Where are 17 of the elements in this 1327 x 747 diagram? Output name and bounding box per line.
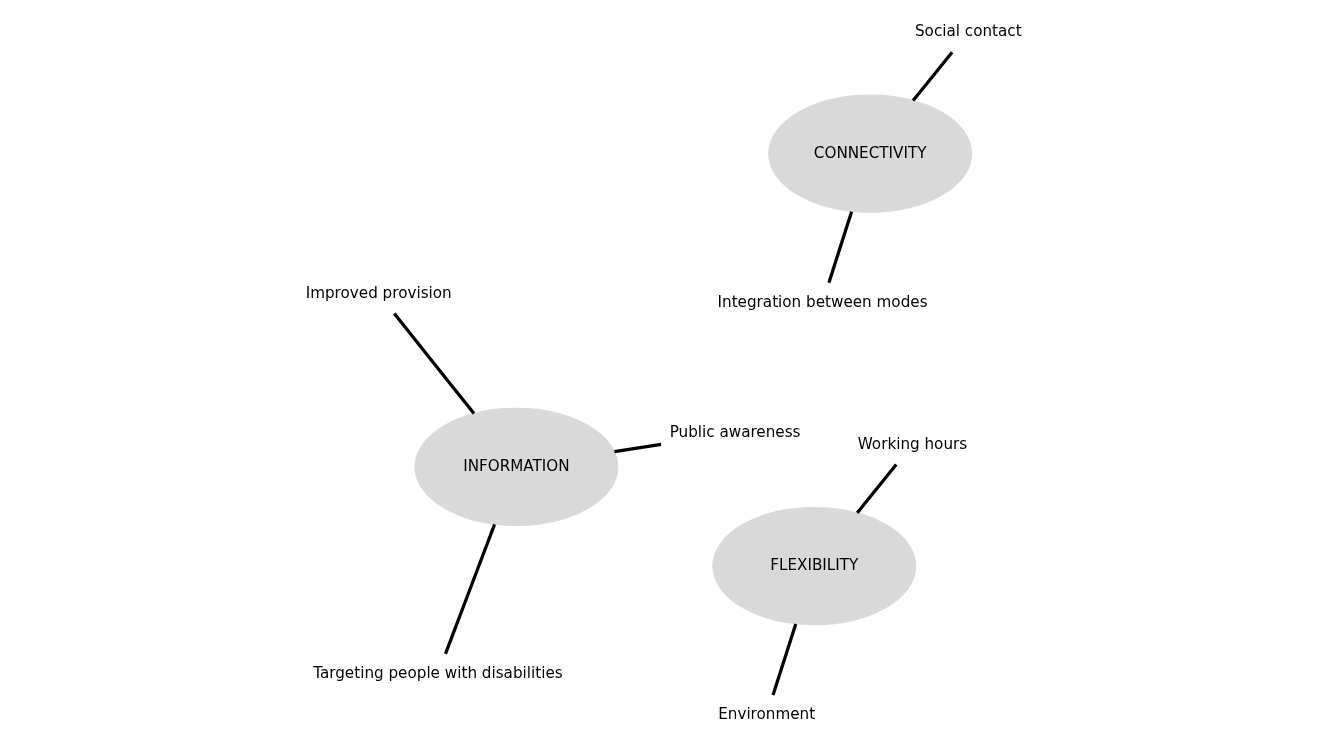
node-text: Targeting people with disabilities — [313, 663, 563, 682]
node-text: Public awareness — [669, 423, 801, 442]
connector — [614, 442, 662, 454]
node-text: Integration between modes — [717, 292, 928, 311]
node-ellipse: CONNECTIVITY — [768, 94, 973, 213]
connector — [443, 523, 497, 655]
connector — [911, 51, 954, 102]
node-text: Environment — [718, 704, 816, 723]
connector — [855, 463, 898, 514]
connector — [393, 312, 476, 415]
node-text: Improved provision — [305, 283, 452, 302]
node-ellipse: INFORMATION — [414, 407, 619, 527]
connector — [771, 623, 798, 696]
node-ellipse: FLEXIBILITY — [712, 506, 917, 626]
node-text: Social contact — [915, 22, 1022, 41]
node-text: Working hours — [857, 434, 968, 453]
connector — [827, 211, 854, 284]
